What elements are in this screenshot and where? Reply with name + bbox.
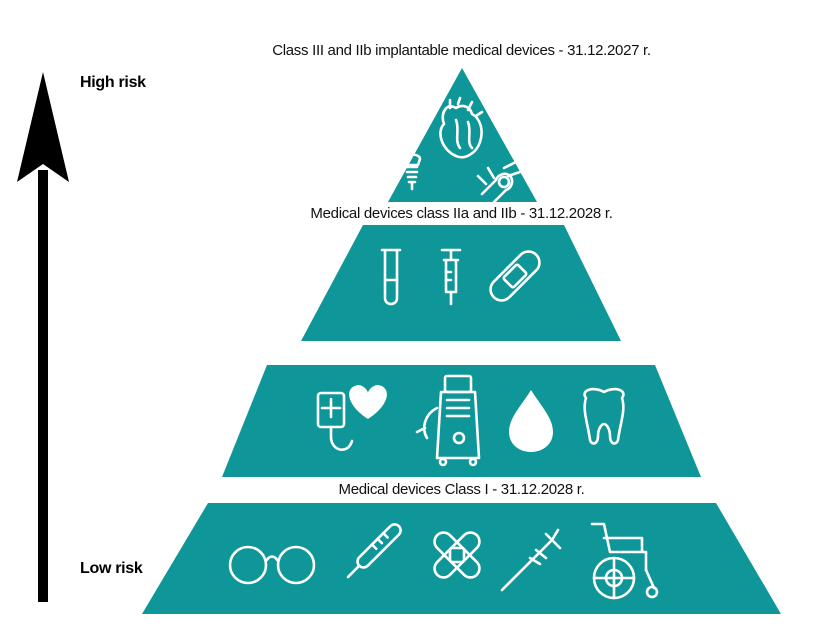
bandage-icon <box>489 250 541 302</box>
crutch-icon <box>500 528 562 592</box>
glasses-icon <box>228 545 316 585</box>
risk-arrow-shaft <box>38 170 48 602</box>
tier-4-label: Medical devices Class I - 31.12.2028 r. <box>338 481 585 498</box>
dental-implant-icon <box>402 153 422 191</box>
test-tube-icon <box>380 248 402 306</box>
heart-organ-icon <box>439 96 484 159</box>
syringe-icon <box>440 248 462 306</box>
low-risk-label: Low risk <box>80 560 143 577</box>
tier-1-label: Class III and IIb implantable medical de… <box>272 42 651 59</box>
thermometer-icon <box>346 523 402 579</box>
blood-bag-heart-icon <box>316 385 387 451</box>
tooth-icon <box>583 387 625 445</box>
joint-implant-icon <box>476 160 522 206</box>
crossed-plasters-icon <box>433 531 481 579</box>
wheelchair-icon <box>590 522 659 600</box>
drop-icon <box>509 390 553 452</box>
tier-2-shape <box>301 225 621 341</box>
tier-3-shape <box>222 365 701 477</box>
tier-1-shape <box>388 68 537 202</box>
risk-arrow <box>17 72 69 602</box>
risk-arrow-head <box>17 72 69 182</box>
dialysis-machine-icon <box>415 374 481 467</box>
tier-2-label: Medical devices class IIa and IIb - 31.1… <box>310 205 613 222</box>
high-risk-label: High risk <box>80 74 146 91</box>
tier-4-shape <box>142 503 781 614</box>
